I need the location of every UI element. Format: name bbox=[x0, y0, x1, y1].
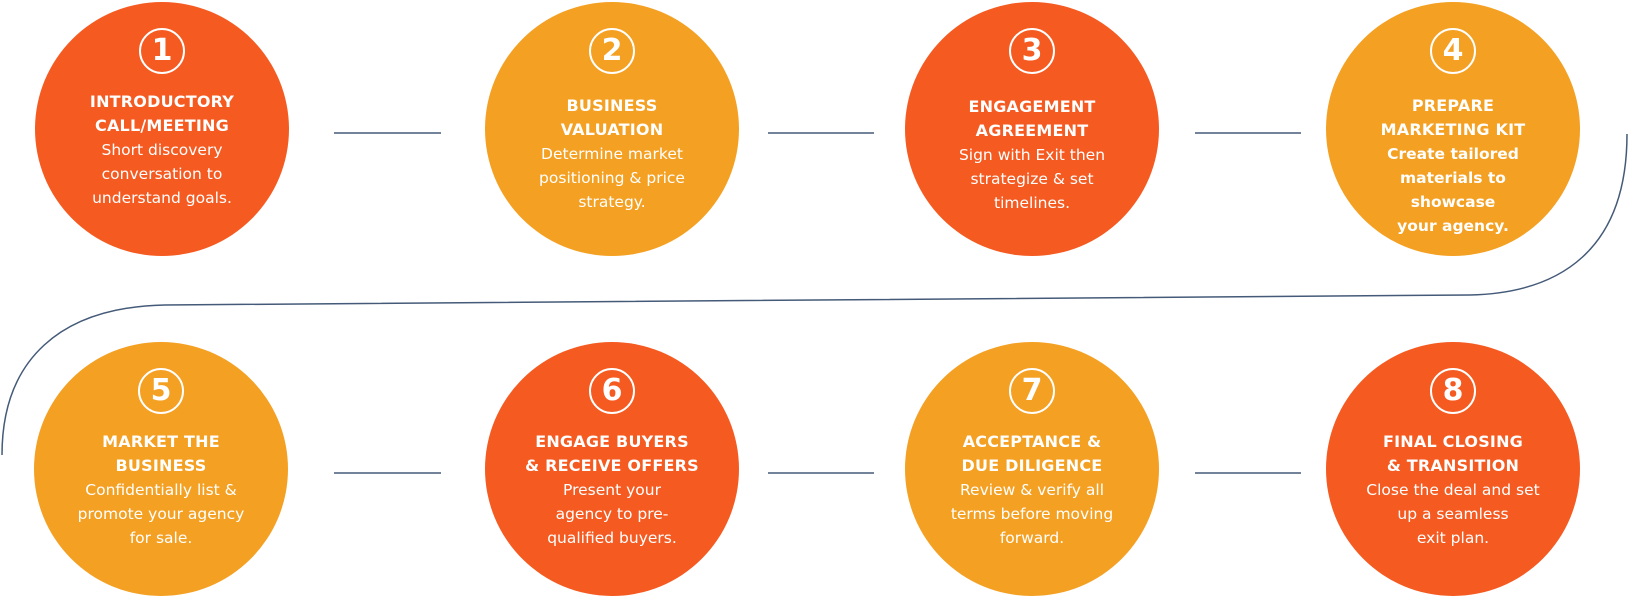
step-text: BUSINESS VALUATION Determine market posi… bbox=[522, 94, 702, 214]
step-title: ACCEPTANCE & DUE DILIGENCE bbox=[961, 432, 1103, 475]
step-description: Review & verify all terms before moving … bbox=[950, 481, 1114, 547]
step-description: Sign with Exit then strategize & set tim… bbox=[958, 146, 1106, 212]
step-title: INTRODUCTORY CALL/MEETING bbox=[89, 92, 235, 135]
step-number-badge: 1 bbox=[139, 28, 185, 74]
step-number-badge: 7 bbox=[1009, 368, 1055, 414]
step-description: Determine market positioning & price str… bbox=[539, 145, 685, 211]
step-text: INTRODUCTORY CALL/MEETING Short discover… bbox=[72, 90, 252, 210]
step-4-circle: 4 PREPARE MARKETING KIT Create tailored … bbox=[1326, 2, 1580, 256]
step-1-circle: 1 INTRODUCTORY CALL/MEETING Short discov… bbox=[35, 2, 289, 256]
step-7-circle: 7 ACCEPTANCE & DUE DILIGENCE Review & ve… bbox=[905, 342, 1159, 596]
step-text: ENGAGEMENT AGREEMENT Sign with Exit then… bbox=[942, 95, 1122, 215]
step-3-circle: 3 ENGAGEMENT AGREEMENT Sign with Exit th… bbox=[905, 2, 1159, 256]
step-title: BUSINESS VALUATION bbox=[560, 96, 664, 139]
step-title: PREPARE MARKETING KIT bbox=[1380, 96, 1526, 139]
step-number-badge: 6 bbox=[589, 368, 635, 414]
step-description: Close the deal and set up a seamless exi… bbox=[1366, 481, 1540, 547]
step-6-circle: 6 ENGAGE BUYERS & RECEIVE OFFERS Present… bbox=[485, 342, 739, 596]
step-number-badge: 5 bbox=[138, 368, 184, 414]
step-number-badge: 8 bbox=[1430, 368, 1476, 414]
step-5-circle: 5 MARKET THE BUSINESS Confidentially lis… bbox=[34, 342, 288, 596]
step-number-badge: 2 bbox=[589, 28, 635, 74]
step-description: Short discovery conversation to understa… bbox=[92, 141, 232, 207]
step-text: ENGAGE BUYERS & RECEIVE OFFERS Present y… bbox=[522, 430, 702, 550]
step-title: FINAL CLOSING & TRANSITION bbox=[1383, 432, 1523, 475]
step-2-circle: 2 BUSINESS VALUATION Determine market po… bbox=[485, 2, 739, 256]
step-8-circle: 8 FINAL CLOSING & TRANSITION Close the d… bbox=[1326, 342, 1580, 596]
step-title: ENGAGEMENT AGREEMENT bbox=[968, 97, 1096, 140]
step-description: Confidentially list & promote your agenc… bbox=[77, 481, 245, 547]
step-text: PREPARE MARKETING KIT Create tailored ma… bbox=[1363, 94, 1543, 238]
row-transition-curve bbox=[1, 133, 1628, 456]
step-text: ACCEPTANCE & DUE DILIGENCE Review & veri… bbox=[942, 430, 1122, 550]
step-number-badge: 4 bbox=[1430, 28, 1476, 74]
step-text: MARKET THE BUSINESS Confidentially list … bbox=[71, 430, 251, 550]
step-text: FINAL CLOSING & TRANSITION Close the dea… bbox=[1363, 430, 1543, 550]
step-description: Create tailored materials to showcase yo… bbox=[1387, 145, 1519, 235]
step-number-badge: 3 bbox=[1009, 28, 1055, 74]
step-title: MARKET THE BUSINESS bbox=[102, 432, 220, 475]
step-title: ENGAGE BUYERS & RECEIVE OFFERS bbox=[525, 432, 699, 475]
step-description: Present your agency to pre- qualified bu… bbox=[547, 481, 677, 547]
